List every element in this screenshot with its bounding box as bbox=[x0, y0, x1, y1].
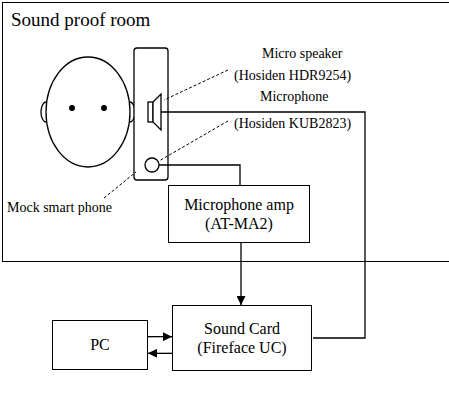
leader-line bbox=[164, 70, 228, 100]
box-name: Microphone amp bbox=[184, 195, 294, 214]
head bbox=[46, 57, 130, 167]
part-name: Mock smart phone bbox=[5, 200, 114, 215]
part-name: Micro speaker bbox=[260, 46, 344, 61]
speaker-magnet bbox=[148, 102, 153, 122]
process-box: PC bbox=[52, 320, 148, 370]
microphone-symbol bbox=[145, 158, 159, 172]
part-model: (Hosiden HDR9254) bbox=[232, 68, 353, 83]
process-box: Sound Card(Fireface UC) bbox=[172, 305, 312, 371]
leader-line bbox=[159, 121, 228, 161]
mock-smart-phone bbox=[134, 48, 168, 180]
box-name: PC bbox=[90, 335, 110, 354]
part-model: (Hosiden KUB2823) bbox=[232, 116, 353, 131]
region-title: Sound proof room bbox=[11, 9, 449, 32]
eye bbox=[69, 105, 75, 111]
box-name: Sound Card bbox=[204, 319, 280, 338]
box-model: (AT-MA2) bbox=[205, 214, 273, 233]
process-box: Microphone amp(AT-MA2) bbox=[168, 185, 310, 243]
box-model: (Fireface UC) bbox=[197, 338, 286, 357]
signal-arrow bbox=[148, 353, 172, 354]
speaker-cone bbox=[153, 94, 161, 130]
signal-arrow bbox=[148, 336, 172, 337]
leader-line bbox=[104, 172, 136, 198]
signal-arrow bbox=[240, 243, 241, 305]
microphone-wire bbox=[159, 165, 240, 185]
eye bbox=[101, 105, 107, 111]
room-region: Microphone amp(AT-MA2) Sound proof room bbox=[2, 2, 449, 262]
part-name: Microphone bbox=[258, 89, 330, 104]
